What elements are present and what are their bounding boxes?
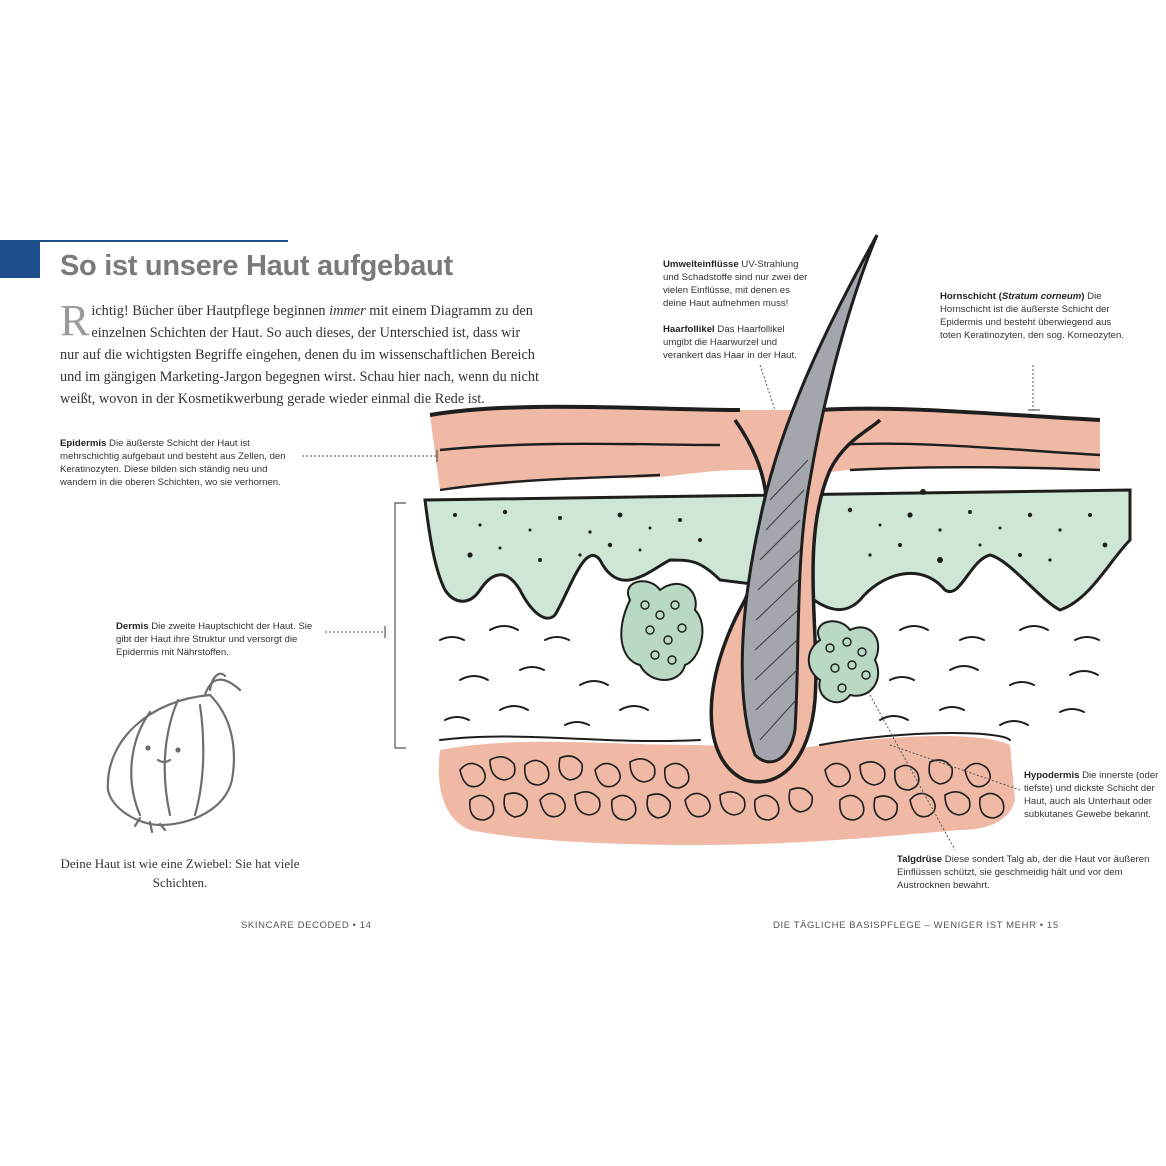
term-dermis: Dermis (116, 621, 149, 632)
hair-hatching (754, 459, 809, 741)
term-hypodermis: Hypodermis (1024, 770, 1080, 781)
text-hornschicht: Die Hornschicht ist die äußerste Schicht… (940, 291, 1125, 341)
term-umwelteinfluesse: Umwelteinflüsse (663, 259, 739, 270)
text-umwelteinfluesse: UV-Strahlung und Schadstoffe sind nur zw… (663, 259, 808, 309)
onion-caption: Deine Haut ist wie eine Zwiebel: Sie hat… (60, 856, 300, 890)
text-dermis: Die zweite Hauptschicht der Haut. Sie gi… (116, 621, 313, 658)
intro-text-1: ichtig! Bücher über Hautpflege beginnen (91, 303, 330, 319)
text-epidermis: Die äußerste Schicht der Haut ist mehrsc… (60, 438, 286, 488)
intro-emphasis: immer (329, 303, 366, 319)
term-talgdruese: Talgdrüse (897, 854, 943, 865)
term-haarfollikel: Haarfollikel (663, 324, 715, 335)
label-talgdruese: Talgdrüse Diese sondert Talg ab, der die… (897, 853, 1152, 892)
label-haarfollikel: Haarfollikel Das Haarfollikel umgibt die… (663, 323, 813, 362)
term-hornschicht-close: ) (1081, 291, 1085, 302)
sebaceous-gland-right (807, 620, 880, 704)
footer-right-page: DIE TÄGLICHE BASISPFLEGE – WENIGER IST M… (773, 920, 1059, 931)
label-dermis: Dermis Die zweite Hauptschicht der Haut.… (116, 620, 321, 659)
accent-bar (0, 240, 40, 278)
stratum-corneum (429, 404, 1101, 422)
term-hornschicht-latin: Stratum corneum (1001, 291, 1082, 302)
label-epidermis: Epidermis Die äußerste Schicht der Haut … (60, 437, 300, 489)
page-title: So ist unsere Haut aufgebaut (60, 250, 453, 282)
term-epidermis: Epidermis (60, 438, 107, 449)
label-hypodermis: Hypodermis Die innerste (oder tiefste) u… (1024, 769, 1164, 821)
text-talgdruese: Diese sondert Talg ab, der die Haut vor … (897, 854, 1150, 891)
dermis-fibres (439, 625, 1100, 746)
leader-lines (302, 364, 1034, 851)
onion-illustration (106, 672, 242, 834)
label-umwelteinfluesse: Umwelteinflüsse UV-Strahlung und Schadst… (663, 258, 813, 310)
dermis-bracket (394, 502, 406, 749)
dermis-dots (453, 489, 1108, 563)
accent-rule (40, 240, 288, 242)
sebaceous-gland-left (620, 580, 704, 681)
fat-cells (459, 755, 1005, 821)
label-hornschicht: Hornschicht (Stratum corneum) Die Hornsc… (940, 290, 1130, 342)
hypodermis-layer (438, 735, 1015, 845)
text-haarfollikel: Das Haarfollikel umgibt die Haarwurzel u… (663, 324, 797, 361)
intro-text-2: mit einem Diagramm zu den einzelnen Schi… (60, 303, 539, 407)
text-hypodermis: Die innerste (oder tiefste) und dickste … (1024, 770, 1159, 820)
intro-dropcap: R (60, 296, 90, 345)
term-hornschicht: Hornschicht ( (940, 291, 1002, 302)
footer-left-page: SKINCARE DECODED • 14 (241, 920, 372, 931)
